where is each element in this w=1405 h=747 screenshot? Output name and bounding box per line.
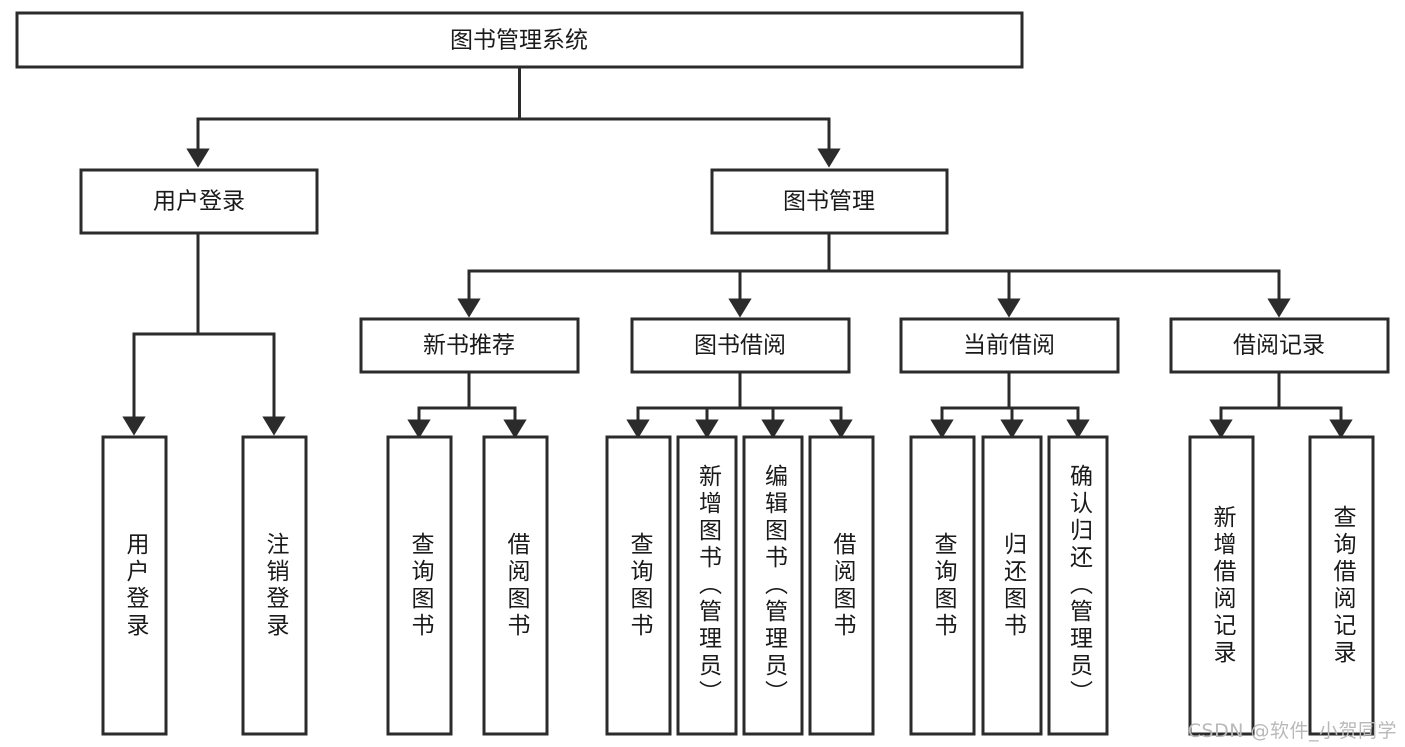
leaf-box-user-login[interactable]: [101, 435, 168, 736]
leaf-box-query-book-current[interactable]: [909, 435, 976, 736]
node-book-manage-label: 图书管理: [783, 189, 875, 215]
leaf-boxes: [101, 435, 1375, 736]
node-new-book-rec[interactable]: 新书推荐: [359, 317, 580, 374]
connector-group-root: [186, 65, 841, 168]
leaf-box-borrow-book-rec[interactable]: [482, 435, 549, 736]
node-borrow-record[interactable]: 借阅记录: [1169, 317, 1390, 374]
connector-group-borrow-record: [1209, 370, 1353, 439]
node-book-borrow-label: 图书借阅: [694, 333, 786, 359]
connector-group-current-borrow: [930, 370, 1090, 439]
connector-group-book-manage: [457, 231, 1291, 318]
node-user-login-label: 用户登录: [153, 189, 245, 215]
csdn-watermark: CSDN @软件_小贺同学: [1187, 720, 1397, 742]
node-new-book-rec-label: 新书推荐: [423, 333, 515, 359]
node-root[interactable]: 图书管理系统: [15, 11, 1024, 69]
leaf-box-add-book-admin[interactable]: [676, 435, 738, 736]
leaf-box-query-book-rec[interactable]: [386, 435, 453, 736]
node-current-borrow-box[interactable]: [899, 317, 1120, 374]
node-borrow-record-label: 借阅记录: [1233, 333, 1325, 359]
node-book-manage[interactable]: 图书管理: [710, 168, 949, 235]
leaf-box-edit-book-admin[interactable]: [742, 435, 804, 736]
connector-group-book-borrow: [626, 370, 853, 439]
node-user-login[interactable]: 用户登录: [79, 168, 319, 235]
node-current-borrow-label: 当前借阅: [963, 333, 1055, 359]
node-book-borrow[interactable]: 图书借阅: [630, 317, 851, 374]
node-root-label: 图书管理系统: [450, 28, 588, 54]
node-book-manage-box[interactable]: [710, 168, 949, 235]
node-new-book-rec-box[interactable]: [359, 317, 580, 374]
node-current-borrow[interactable]: 当前借阅: [899, 317, 1120, 374]
leaf-box-query-book-borrow[interactable]: [605, 435, 672, 736]
leaf-box-logout[interactable]: [241, 435, 308, 736]
leaf-box-borrow-book[interactable]: [808, 435, 875, 736]
node-book-borrow-box[interactable]: [630, 317, 851, 374]
connector-group-new-book-rec: [407, 370, 527, 439]
node-user-login-box[interactable]: [79, 168, 319, 235]
node-borrow-record-box[interactable]: [1169, 317, 1390, 374]
node-root-box[interactable]: [15, 11, 1024, 69]
leaf-box-return-book[interactable]: [981, 435, 1043, 736]
leaf-box-add-borrow-record[interactable]: [1188, 435, 1255, 736]
leaf-box-query-borrow-record[interactable]: [1308, 435, 1375, 736]
connector-group-user-login: [122, 231, 286, 436]
leaf-box-confirm-return-admin[interactable]: [1047, 435, 1109, 736]
